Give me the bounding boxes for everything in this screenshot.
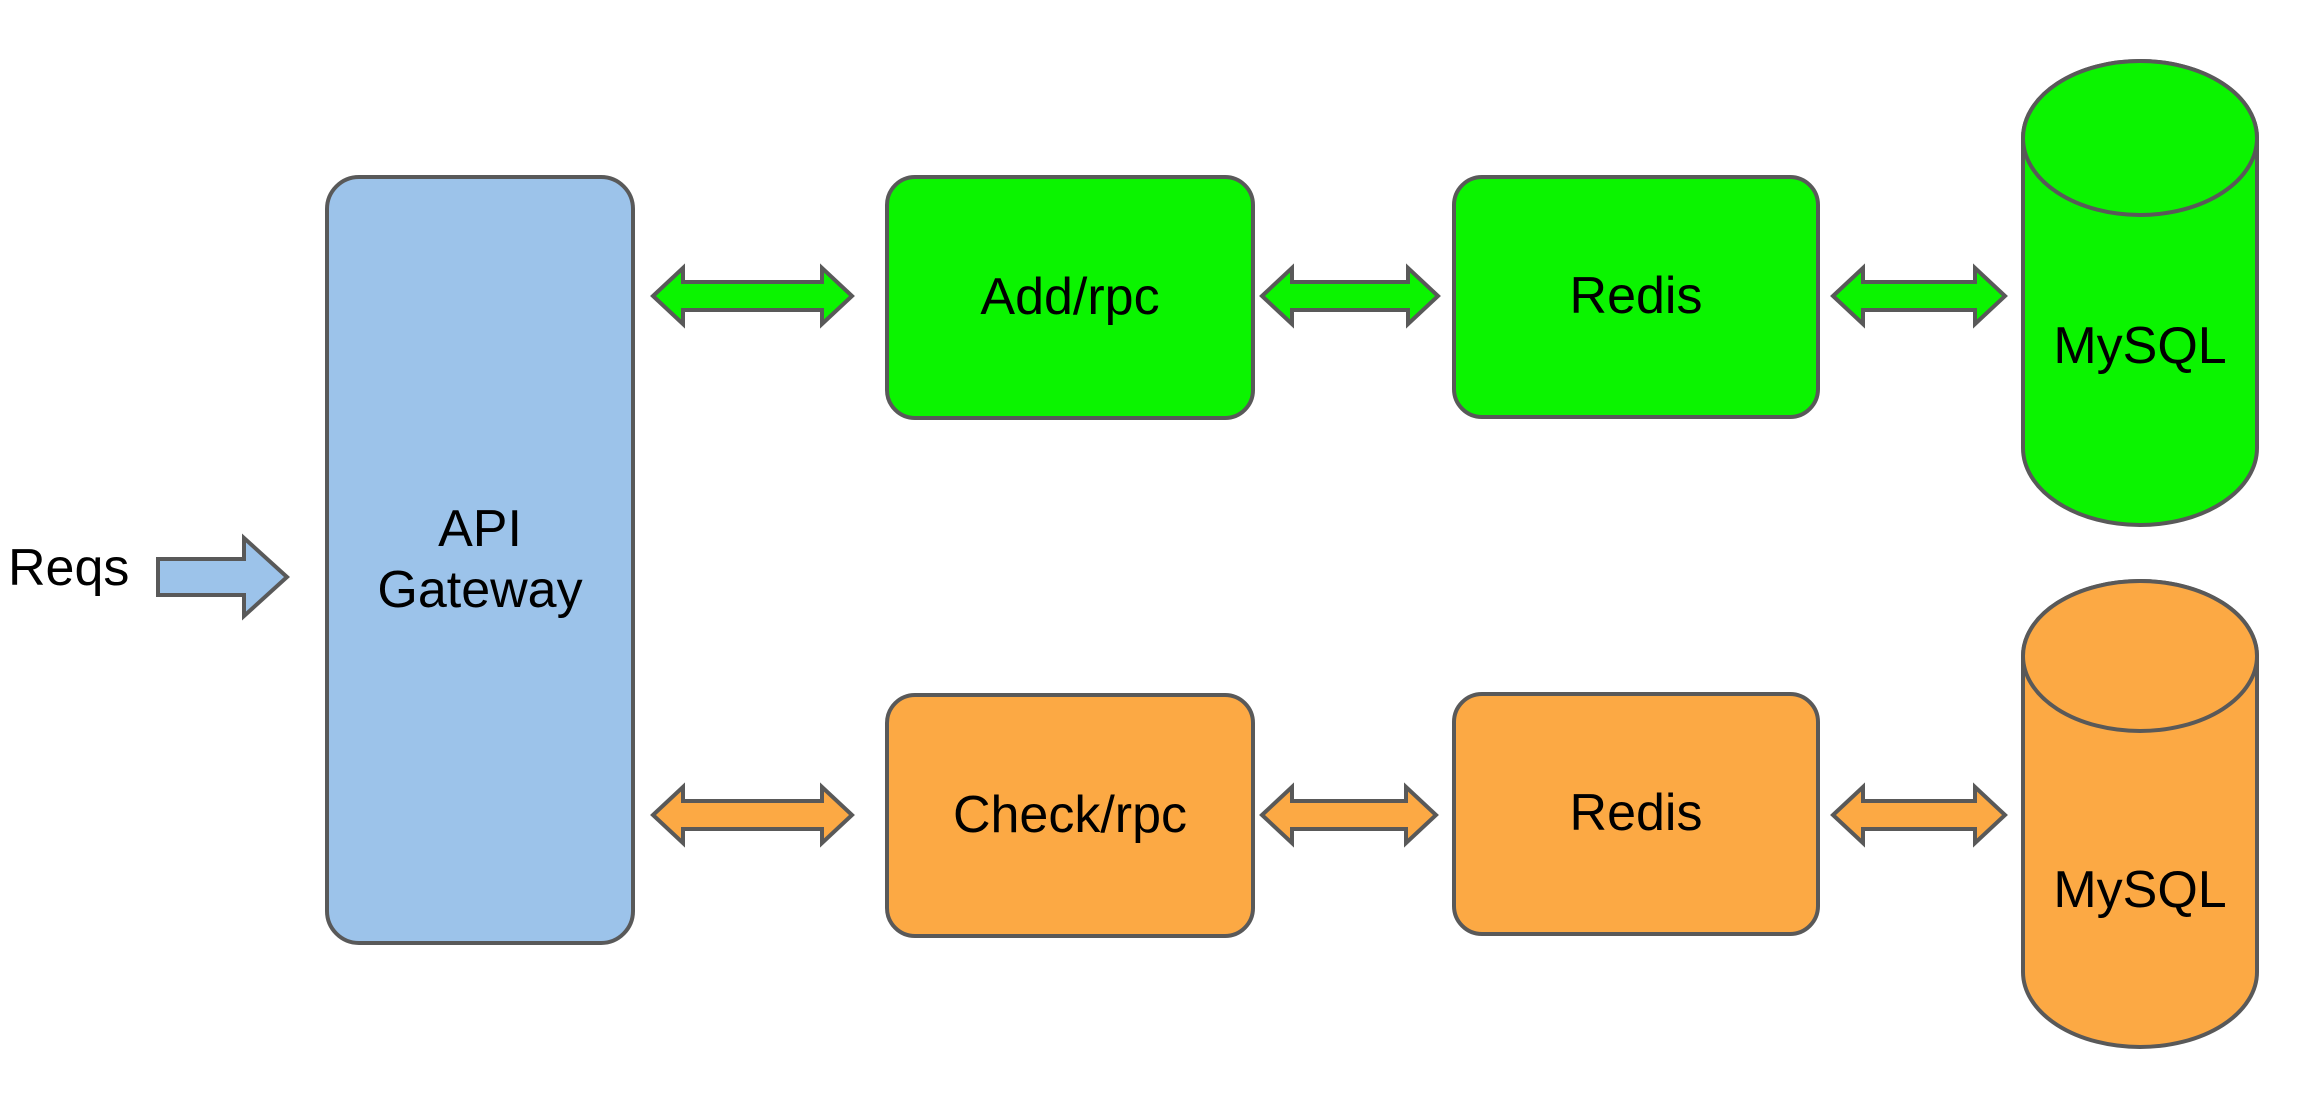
node-api-gateway-label-line1: API (438, 499, 522, 558)
arrow-redis-to-mysql-orange-icon (1830, 782, 2008, 848)
arrow-api-gateway-to-check-rpc-icon (650, 782, 855, 848)
node-api-gateway-label: API Gateway (377, 499, 582, 622)
node-add-rpc-label: Add/rpc (980, 267, 1160, 326)
node-api-gateway-label-line2: Gateway (377, 561, 583, 619)
node-redis-orange-label: Redis (1569, 784, 1703, 843)
node-redis-orange[interactable]: Redis (1452, 692, 1820, 936)
node-api-gateway[interactable]: API Gateway (325, 175, 635, 945)
node-mysql-green[interactable]: MySQL (2020, 58, 2260, 528)
arrow-add-rpc-to-redis-icon (1259, 263, 1441, 329)
node-redis-green[interactable]: Redis (1452, 175, 1820, 419)
arrow-api-gateway-to-add-rpc-icon (650, 263, 855, 329)
node-add-rpc[interactable]: Add/rpc (885, 175, 1255, 420)
arrow-redis-to-mysql-green-icon (1830, 263, 2008, 329)
node-check-rpc[interactable]: Check/rpc (885, 693, 1255, 938)
node-redis-green-label: Redis (1569, 267, 1703, 326)
node-check-rpc-label: Check/rpc (952, 785, 1188, 844)
node-mysql-orange[interactable]: MySQL (2020, 578, 2260, 1050)
reqs-input-arrow-icon (156, 533, 290, 621)
arrow-check-rpc-to-redis-icon (1259, 782, 1439, 848)
reqs-label: Reqs (8, 539, 130, 597)
